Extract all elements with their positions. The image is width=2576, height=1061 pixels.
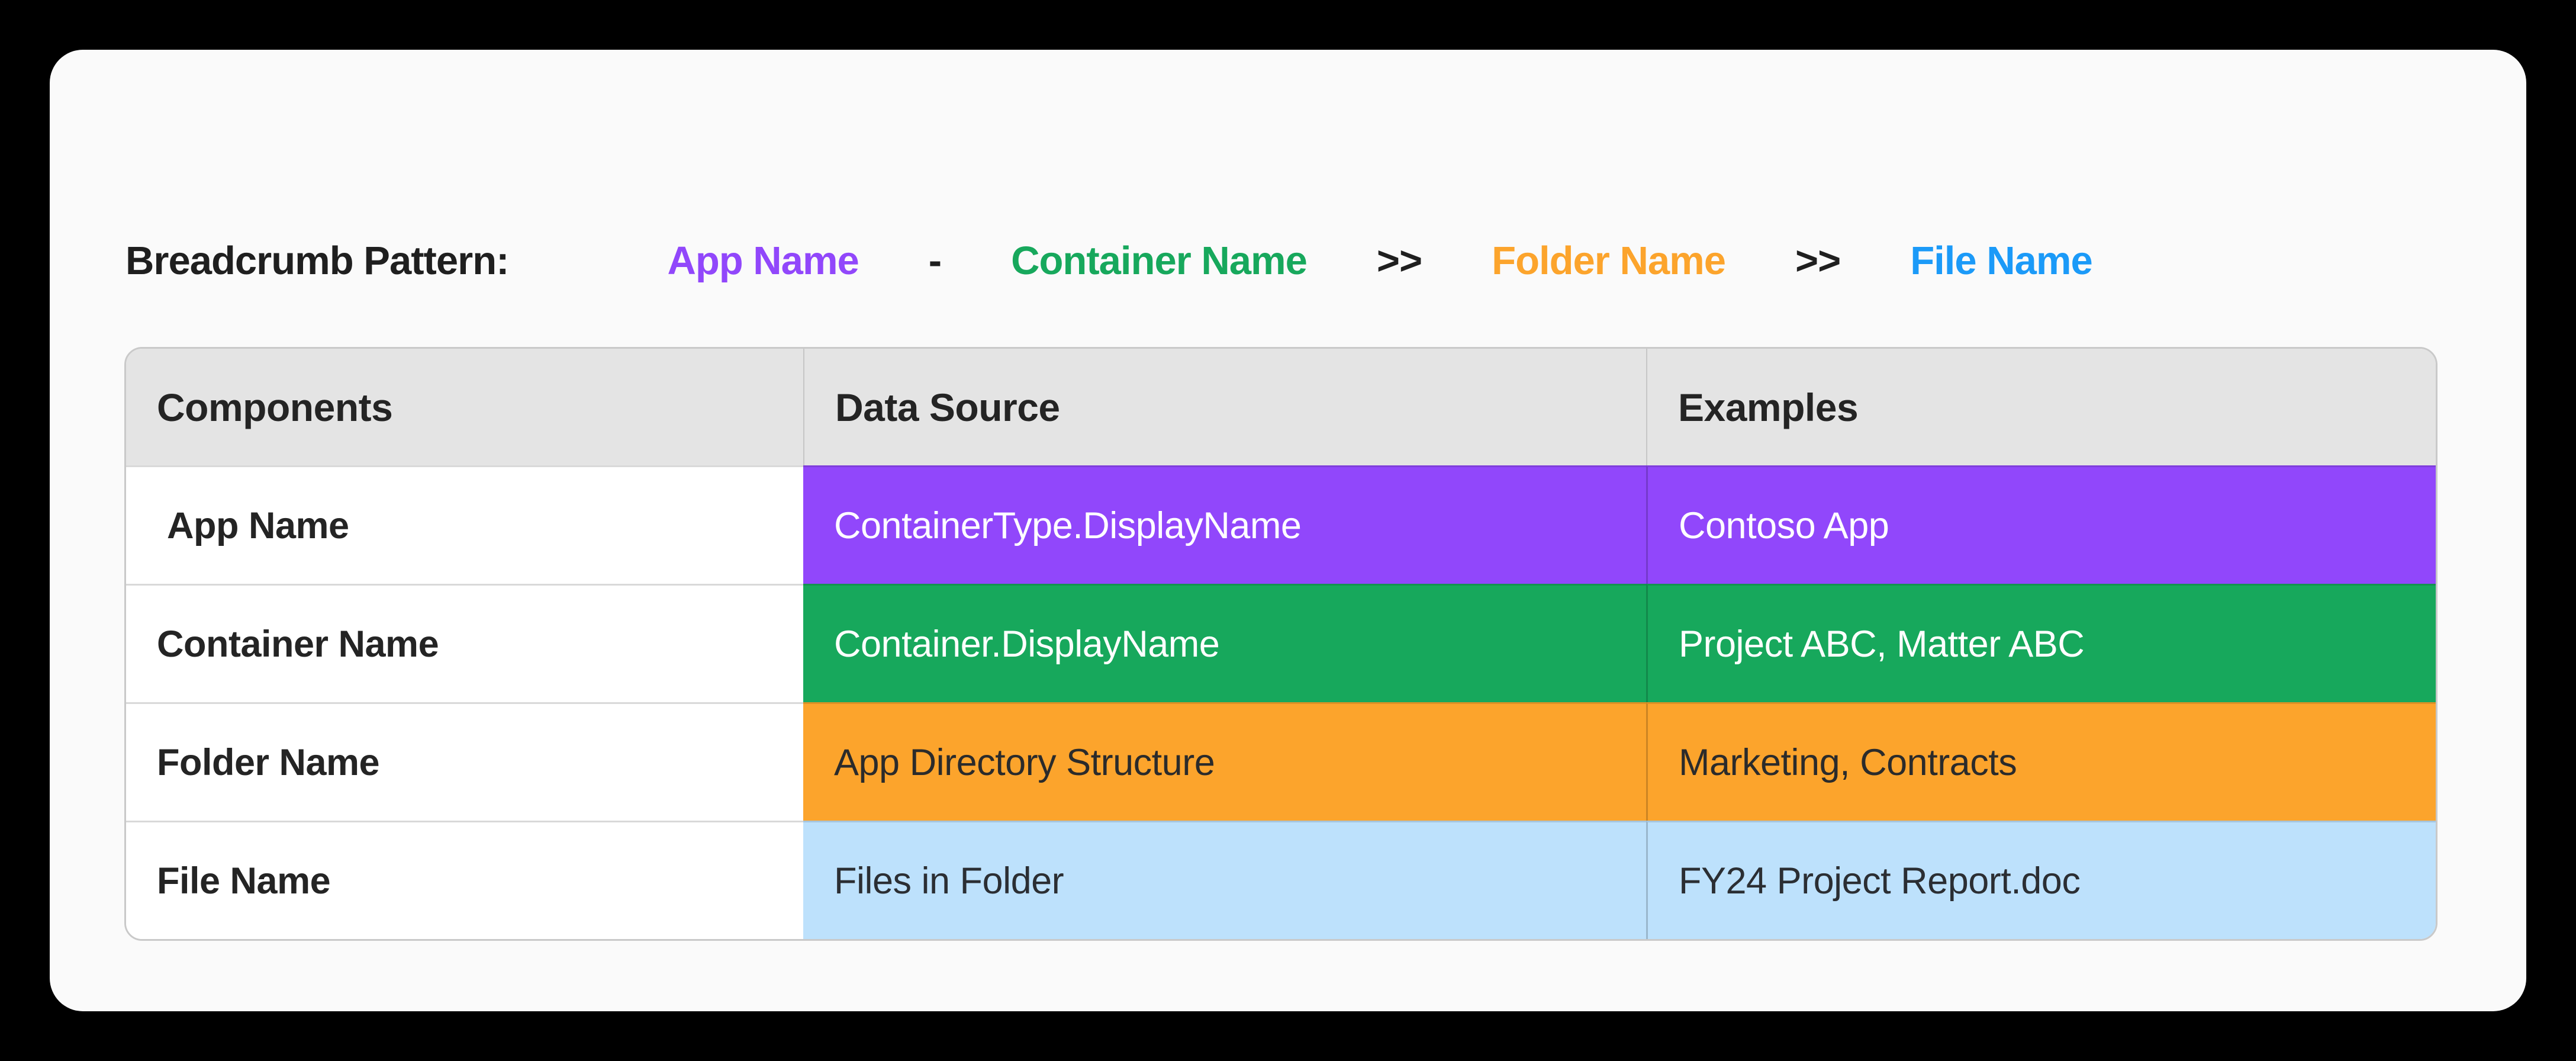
data-source-cell: Container.DisplayName	[803, 584, 1646, 702]
component-cell: Folder Name	[126, 702, 803, 821]
table-row-file-name: File Name Files in Folder FY24 Project R…	[126, 821, 2436, 939]
breadcrumb-pattern-label: Breadcrumb Pattern:	[125, 239, 509, 283]
breadcrumb-item-app-name: App Name	[667, 239, 859, 283]
table-row-container-name: Container Name Container.DisplayName Pro…	[126, 584, 2436, 702]
component-cell: App Name	[126, 465, 803, 584]
breadcrumb-components-table: Components Data Source Examples App Name…	[124, 347, 2437, 941]
content-card: Breadcrumb Pattern: App Name - Container…	[50, 50, 2526, 1011]
header-examples: Examples	[1646, 349, 2436, 465]
breadcrumb: Breadcrumb Pattern: App Name - Container…	[125, 238, 2093, 284]
data-source-cell: App Directory Structure	[803, 702, 1646, 821]
example-cell: Marketing, Contracts	[1646, 702, 2436, 821]
header-data-source: Data Source	[803, 349, 1646, 465]
data-source-cell: Files in Folder	[803, 821, 1646, 939]
example-cell: Project ABC, Matter ABC	[1646, 584, 2436, 702]
component-cell: File Name	[126, 821, 803, 939]
component-cell: Container Name	[126, 584, 803, 702]
breadcrumb-separator-chevrons: >>	[1376, 239, 1422, 283]
breadcrumb-separator-dash: -	[928, 239, 942, 283]
breadcrumb-item-file-name: File Name	[1910, 239, 2093, 283]
example-cell: Contoso App	[1646, 465, 2436, 584]
example-cell: FY24 Project Report.doc	[1646, 821, 2436, 939]
table-row-app-name: App Name ContainerType.DisplayName Conto…	[126, 465, 2436, 584]
breadcrumb-item-container-name: Container Name	[1011, 239, 1308, 283]
table-row-folder-name: Folder Name App Directory Structure Mark…	[126, 702, 2436, 821]
header-components: Components	[126, 349, 803, 465]
table-header-row: Components Data Source Examples	[126, 349, 2436, 465]
breadcrumb-separator-chevrons: >>	[1795, 239, 1841, 283]
data-source-cell: ContainerType.DisplayName	[803, 465, 1646, 584]
breadcrumb-item-folder-name: Folder Name	[1492, 239, 1726, 283]
breadcrumb-items: App Name - Container Name >> Folder Name…	[667, 238, 2092, 284]
